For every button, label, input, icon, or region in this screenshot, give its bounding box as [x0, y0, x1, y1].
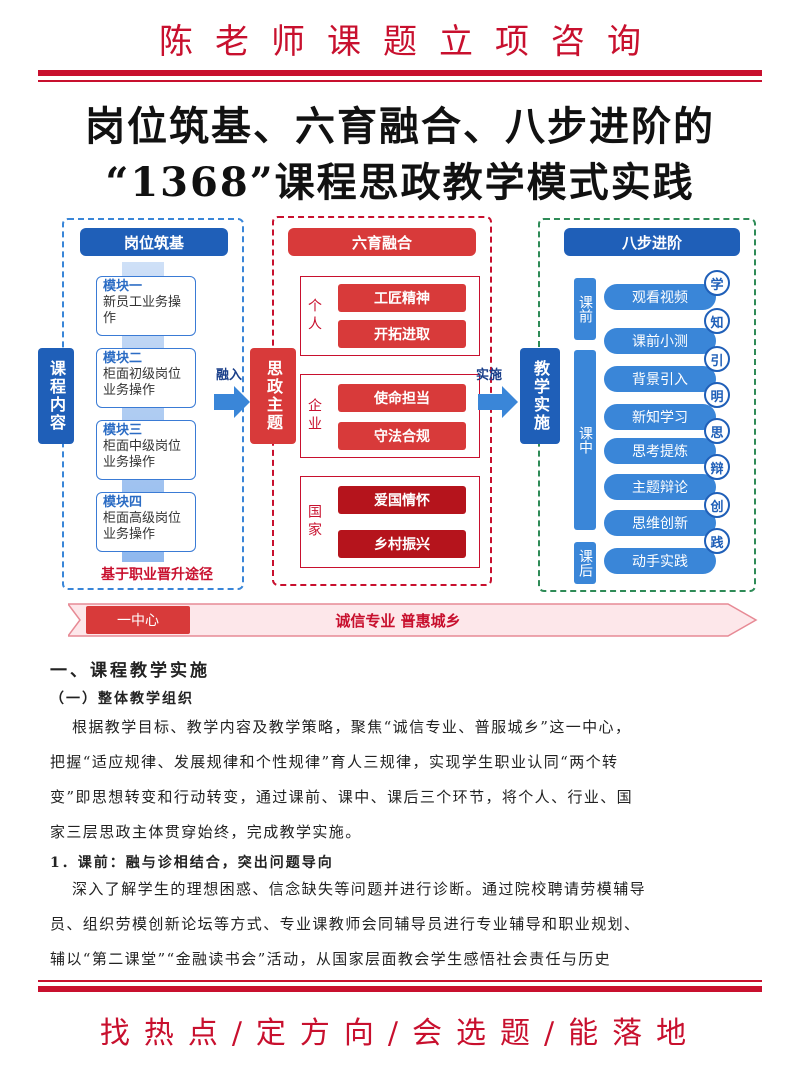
char-learn: 学 — [704, 270, 730, 296]
module-1: 模块一新员工业务操作 — [96, 276, 196, 336]
char-practice: 践 — [704, 528, 730, 554]
module-title: 模块四 — [103, 495, 143, 510]
char-clarify: 明 — [704, 382, 730, 408]
item-heading: 1．课前：融与诊相结合，突出问题导向 — [50, 855, 334, 871]
module-title: 模块三 — [103, 423, 143, 438]
phase-after-class: 课后 — [574, 542, 596, 584]
char-think: 思 — [704, 418, 730, 444]
module-2: 模块二柜面初级岗位业务操作 — [96, 348, 196, 408]
panel-middle-head: 六育融合 — [288, 228, 476, 256]
footer-rule-thin — [38, 980, 762, 982]
model-diagram: 岗位筑基 课程内容 模块一新员工业务操作 模块二柜面初级岗位业务操作 模块三柜面… — [38, 212, 762, 652]
header-title: 陈老师课题立项咨询 — [159, 22, 663, 62]
arrow-integrate-label: 融入 — [216, 368, 243, 383]
arrow-integrate-icon — [214, 384, 250, 420]
phase-before-class: 课前 — [574, 278, 596, 340]
tab-teaching-implementation: 教学实施 — [520, 348, 560, 444]
module-text: 新员工业务操作 — [103, 295, 182, 326]
subsection-heading: （一）整体教学组织 — [50, 691, 194, 707]
footer-title: 找热点/定方向/会选题/能落地 — [99, 1016, 701, 1051]
item-patriotism: 爱国情怀 — [338, 486, 466, 514]
panel-right-head: 八步进阶 — [564, 228, 740, 256]
banner-left-label: 一中心 — [86, 606, 190, 634]
module-text: 柜面初级岗位业务操作 — [103, 367, 182, 398]
panel-left-head: 岗位筑基 — [80, 228, 228, 256]
footer-rule-thick — [38, 986, 762, 992]
left-foot-label: 基于职业晋升途径 — [101, 567, 213, 583]
item-compliance: 守法合规 — [338, 422, 466, 450]
step-new-knowledge: 新知学习 — [604, 404, 716, 430]
phase-in-class: 课中 — [574, 350, 596, 530]
main-title-line2: “1368”课程思政教学模式实践 — [105, 159, 695, 206]
arrow-implement-label: 实施 — [476, 368, 503, 383]
paragraph-line: 根据教学目标、教学内容及教学策略，聚焦“诚信专业、普服城乡”这一中心， — [72, 718, 632, 736]
banner-text: 诚信专业 普惠城乡 — [335, 612, 461, 630]
char-know: 知 — [704, 308, 730, 334]
paragraph-line: 变”即思想转变和行动转变，通过课前、课中、课后三个环节，将个人、行业、国 — [50, 788, 634, 806]
module-title: 模块一 — [103, 279, 143, 294]
center-banner — [66, 600, 758, 640]
header-rule-thick — [38, 70, 762, 76]
paragraph-line: 深入了解学生的理想困惑、信念缺失等问题并进行诊断。通过院校聘请劳模辅导 — [72, 880, 647, 898]
paragraph-2: 深入了解学生的理想困惑、信念缺失等问题并进行诊断。通过院校聘请劳模辅导 员、组织… — [50, 872, 760, 977]
main-title-line1: 岗位筑基、六育融合、八步进阶的 — [85, 103, 715, 150]
module-title: 模块二 — [103, 351, 143, 366]
paragraph-line: 家三层思政主体贯穿始终，完成教学实施。 — [50, 823, 362, 841]
tab-ideological-theme: 思政主题 — [250, 348, 296, 444]
char-debate: 辩 — [704, 454, 730, 480]
arrow-implement-icon — [478, 384, 518, 420]
item-rural-revitalization: 乡村振兴 — [338, 530, 466, 558]
char-create: 创 — [704, 492, 730, 518]
module-text: 柜面中级岗位业务操作 — [103, 439, 182, 470]
step-pre-quiz: 课前小测 — [604, 328, 716, 354]
module-4: 模块四柜面高级岗位业务操作 — [96, 492, 196, 552]
step-reflection: 思考提炼 — [604, 438, 716, 464]
group-nation-label: 国家 — [306, 504, 322, 540]
header-rule-thin — [38, 80, 762, 82]
item-mission: 使命担当 — [338, 384, 466, 412]
group-personal-label: 个人 — [306, 298, 322, 334]
step-background-intro: 背景引入 — [604, 366, 716, 392]
item-pioneering: 开拓进取 — [338, 320, 466, 348]
paragraph-line: 把握“适应规律、发展规律和个性规律”育人三规律，实现学生职业认同“两个转 — [50, 753, 619, 771]
step-debate: 主题辩论 — [604, 474, 716, 500]
paragraph-1: 根据教学目标、教学内容及教学策略，聚焦“诚信专业、普服城乡”这一中心， 把握“适… — [50, 710, 760, 850]
item-craftsmanship: 工匠精神 — [338, 284, 466, 312]
tab-course-content: 课程内容 — [38, 348, 74, 444]
step-innovation: 思维创新 — [604, 510, 716, 536]
char-guide: 引 — [704, 346, 730, 372]
step-hands-on: 动手实践 — [604, 548, 716, 574]
group-enterprise-label: 企业 — [306, 398, 322, 434]
paragraph-line: 员、组织劳模创新论坛等方式、专业课教师会同辅导员进行专业辅导和职业规划、 — [50, 915, 641, 933]
step-watch-video: 观看视频 — [604, 284, 716, 310]
module-3: 模块三柜面中级岗位业务操作 — [96, 420, 196, 480]
section-heading: 一、课程教学实施 — [50, 661, 210, 681]
module-text: 柜面高级岗位业务操作 — [103, 511, 182, 542]
paragraph-line: 辅以“第二课堂”“金融读书会”活动，从国家层面教会学生感悟社会责任与历史 — [50, 950, 612, 968]
